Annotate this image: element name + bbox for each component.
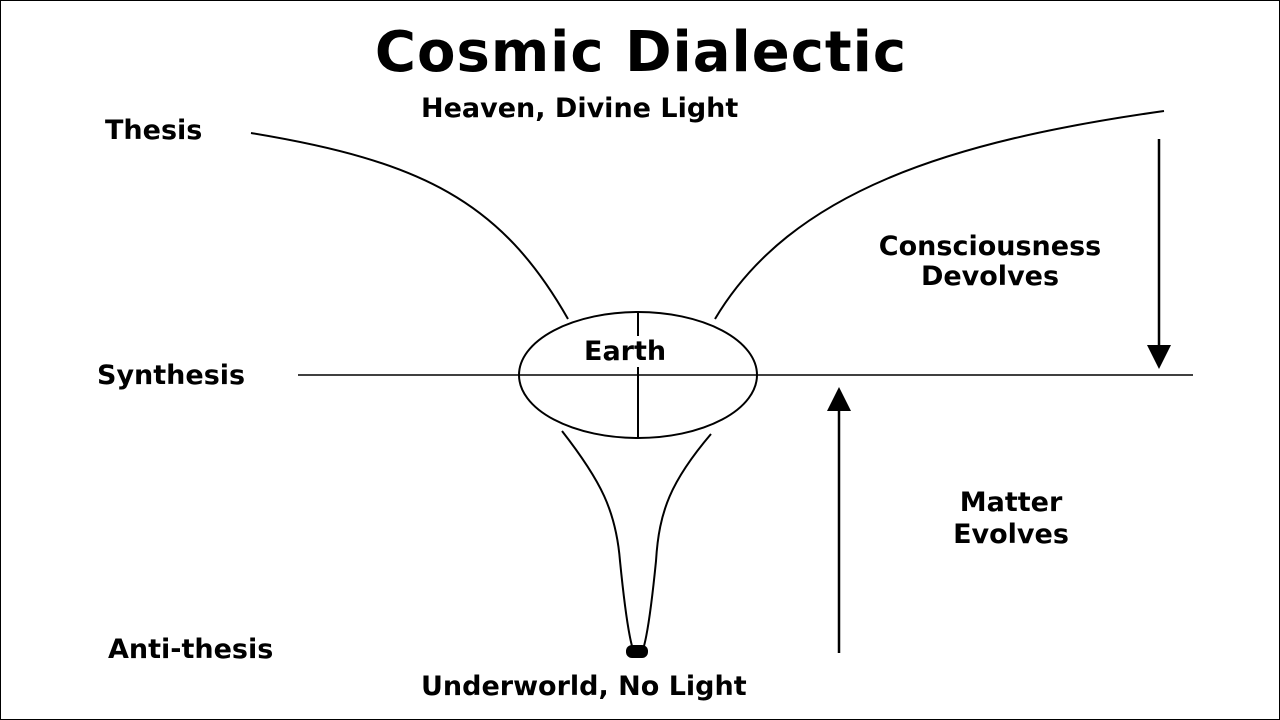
matter-line2: Evolves xyxy=(953,519,1069,550)
thesis-curve xyxy=(250,132,569,320)
consciousness-arrowhead-icon xyxy=(1147,345,1171,369)
funnel-left xyxy=(561,430,633,647)
heaven-label: Heaven, Divine Light xyxy=(421,93,739,124)
matter-line1: Matter xyxy=(959,487,1063,518)
funnel-right xyxy=(643,433,712,647)
consciousness-label: Consciousness Devolves xyxy=(837,233,1143,290)
synthesis-label: Synthesis xyxy=(97,360,246,391)
consciousness-line1: Consciousness xyxy=(878,231,1102,262)
diagram-title: Cosmic Dialectic xyxy=(374,20,908,85)
matter-arrowhead-icon xyxy=(827,387,851,411)
underworld-dot xyxy=(626,645,648,658)
consciousness-line2: Devolves xyxy=(920,261,1060,292)
matter-label: Matter Evolves xyxy=(921,489,1101,548)
heaven-right-curve xyxy=(714,110,1165,320)
thesis-label: Thesis xyxy=(105,115,203,146)
earth-label: Earth xyxy=(584,336,667,367)
antithesis-label: Anti-thesis xyxy=(108,634,274,665)
underworld-label: Underworld, No Light xyxy=(421,671,747,702)
